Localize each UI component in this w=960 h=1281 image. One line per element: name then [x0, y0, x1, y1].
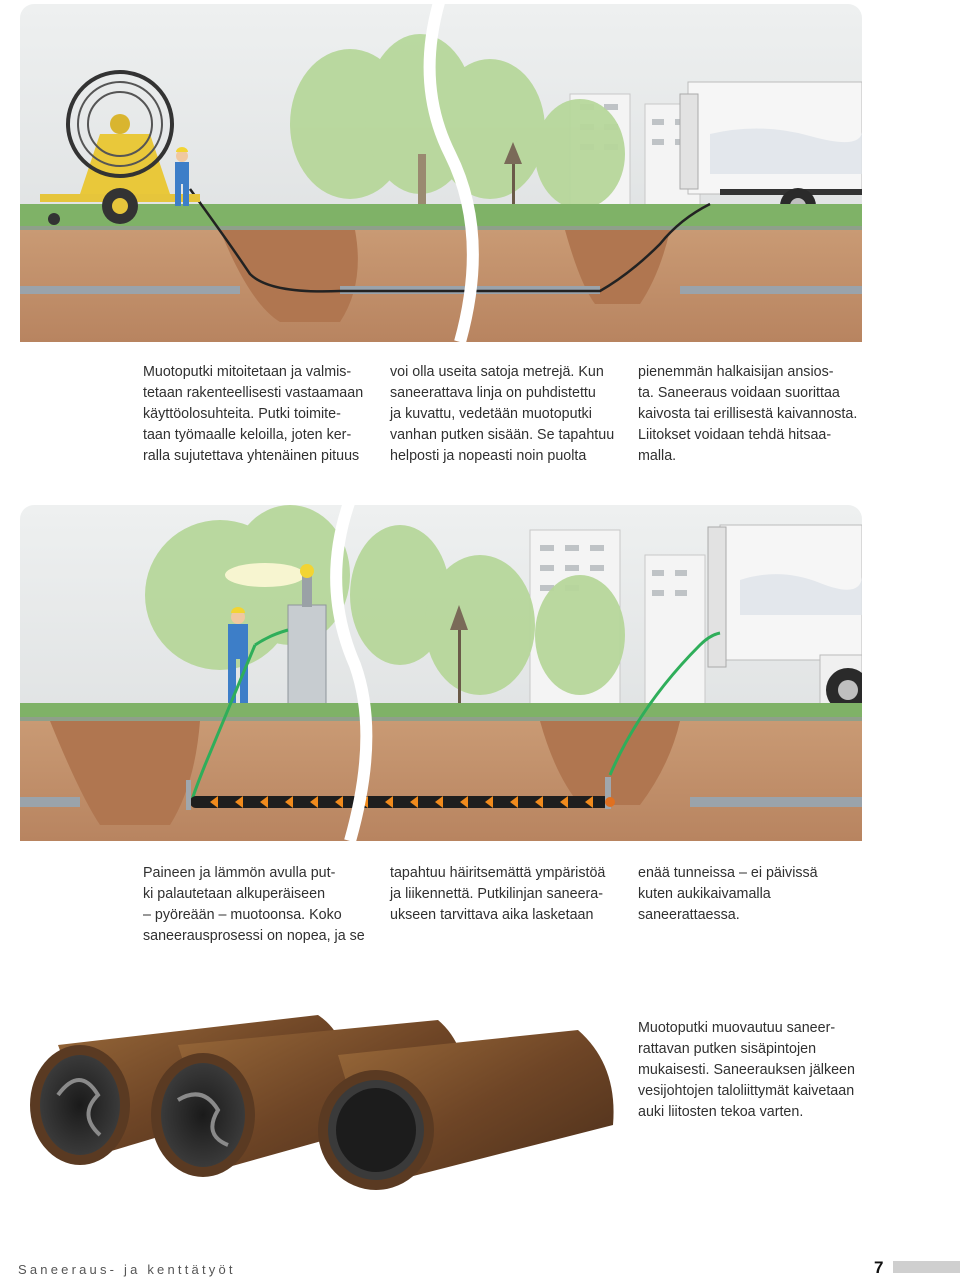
section1-col1: Muotoputki mitoitetaan ja valmis- tetaan… [143, 362, 378, 467]
illustration-heat-pressure [20, 505, 862, 841]
section1-col3-text: pienemmän halkaisijan ansios- ta. Saneer… [638, 364, 858, 464]
section1-col1-text: Muotoputki mitoitetaan ja valmis- tetaan… [143, 364, 364, 464]
section2-col2: tapahtuu häiritsemättä ympäristöä ja lii… [390, 863, 635, 926]
section2-col3-text: enää tunneissa – ei päivissä kuten aukik… [638, 865, 818, 923]
section2-col2-text: tapahtuu häiritsemättä ympäristöä ja lii… [390, 865, 606, 923]
page-number: 7 [874, 1258, 884, 1277]
section1-col2: voi olla useita satoja metrejä. Kun sane… [390, 362, 625, 467]
pipe-cross-section-photo [18, 1005, 618, 1190]
section2-col1-text: Paineen ja lämmön avulla put- ki palaute… [143, 865, 365, 944]
section1-col2-text: voi olla useita satoja metrejä. Kun sane… [390, 364, 615, 464]
section2-col3: enää tunneissa – ei päivissä kuten aukik… [638, 863, 873, 926]
section2-col1: Paineen ja lämmön avulla put- ki palaute… [143, 863, 378, 947]
footer-title: Saneeraus- ja kenttätyöt [18, 1262, 236, 1277]
section3-caption-text: Muotoputki muovautuu saneer- rattavan pu… [638, 1020, 855, 1120]
illustration-pipe-pulling [20, 4, 862, 342]
section3-caption: Muotoputki muovautuu saneer- rattavan pu… [638, 1018, 878, 1123]
footer-bar [893, 1261, 960, 1273]
section1-col3: pienemmän halkaisijan ansios- ta. Saneer… [638, 362, 873, 467]
